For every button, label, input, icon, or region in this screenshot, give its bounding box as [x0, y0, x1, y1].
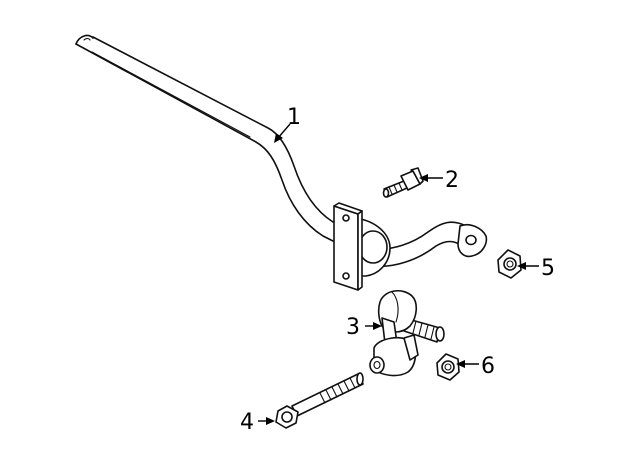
- callout-label-5: 5: [541, 256, 555, 281]
- callout-4: 4: [240, 410, 275, 435]
- bar-bracket: [333, 202, 391, 291]
- bolt-small: [382, 167, 424, 198]
- callout-label-2: 2: [445, 168, 459, 193]
- callout-label-1: 1: [287, 105, 301, 130]
- callout-label-3: 3: [346, 315, 360, 340]
- callout-1: 1: [274, 105, 301, 143]
- callout-3: 3: [346, 315, 382, 340]
- callout-label-6: 6: [481, 354, 495, 379]
- callout-2: 2: [419, 168, 459, 193]
- callout-6: 6: [456, 354, 495, 379]
- stabilizer-bar: [75, 34, 488, 268]
- stabilizer-link: [369, 289, 445, 377]
- callout-5: 5: [517, 256, 555, 281]
- nut-upper: [497, 249, 522, 279]
- callout-label-4: 4: [240, 410, 254, 435]
- bolt-long: [275, 372, 364, 429]
- nut-lower: [436, 353, 460, 381]
